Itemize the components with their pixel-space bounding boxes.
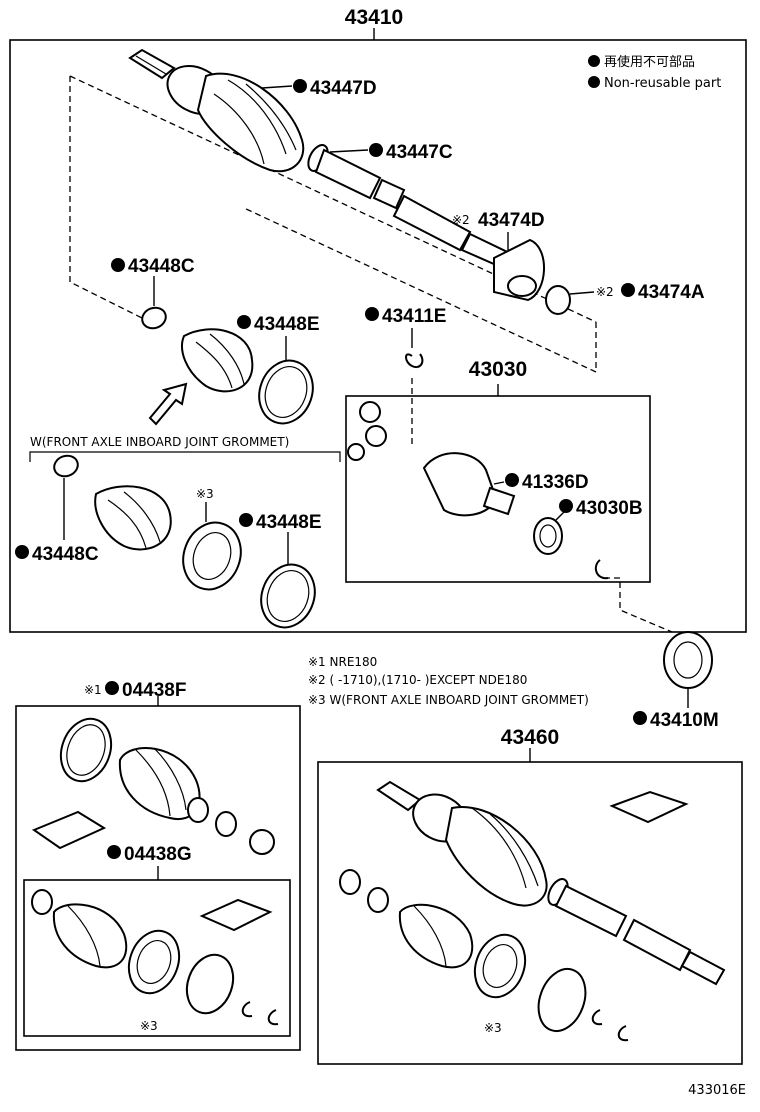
boot-43448e-top (148, 328, 314, 426)
diagram-id: 433016E (688, 1083, 746, 1098)
inboard-joint-43030 (347, 353, 609, 580)
part-43448c-top-label: 43448C (128, 256, 195, 277)
part-41336d-label: 41336D (522, 472, 589, 493)
part-43474a-mark: ※2 (596, 285, 614, 299)
legend-jp: 再使用不可部品 (604, 54, 695, 70)
kit-04438g-frame (23, 879, 291, 1037)
part-43448e-top-label: 43448E (254, 314, 320, 335)
assembly-43460-label: 43460 (501, 726, 559, 749)
part-43411e-label: 43411E (382, 306, 446, 327)
part-04438g-label: 04438G (124, 844, 192, 865)
bearing-43410m (663, 631, 713, 708)
part-04438f-mark: ※1 (84, 683, 102, 697)
assembly-43030-frame (345, 395, 651, 583)
mark-3-left-label: ※3 (140, 1019, 158, 1033)
part-43448e-bottom-label: 43448E (256, 512, 322, 533)
legend-bullet-icon (588, 55, 600, 67)
grommet-parts (53, 454, 316, 629)
drive-shaft-43460 (339, 780, 726, 1042)
part-43030-label: 43030 (469, 358, 527, 381)
main-assembly-frame (9, 39, 747, 633)
legend-en: Non-reusable part (604, 76, 721, 91)
part-43448c-bottom-label: 43448C (32, 544, 99, 565)
grommet-label: W(FRONT AXLE INBOARD JOINT GROMMET) (30, 435, 289, 449)
kit-04438g-parts (31, 889, 279, 1026)
mark-3-label: ※3 (196, 487, 214, 501)
mark-3-right-label: ※3 (484, 1021, 502, 1035)
part-04438f-label: 04438F (122, 680, 186, 701)
drive-shaft-upper (128, 48, 571, 330)
part-43410m-label: 43410M (650, 710, 719, 731)
note-1: ※1 NRE180 (308, 655, 377, 669)
part-43030b-label: 43030B (576, 498, 643, 519)
legend-bullet-icon (588, 76, 600, 88)
part-43474a-label: 43474A (638, 282, 705, 303)
part-43447d-label: 43447D (310, 78, 377, 99)
assembly-43410-label: 43410 (345, 6, 403, 29)
part-43474d-label: 43474D (478, 210, 545, 231)
note-2: ※2 ( -1710),(1710- )EXCEPT NDE180 (308, 673, 527, 687)
part-43474d-mark: ※2 (452, 213, 470, 227)
kit-04438f-parts: 04438G (31, 717, 275, 880)
note-3: ※3 W(FRONT AXLE INBOARD JOINT GROMMET) (308, 693, 589, 707)
part-43447c-label: 43447C (386, 142, 453, 163)
